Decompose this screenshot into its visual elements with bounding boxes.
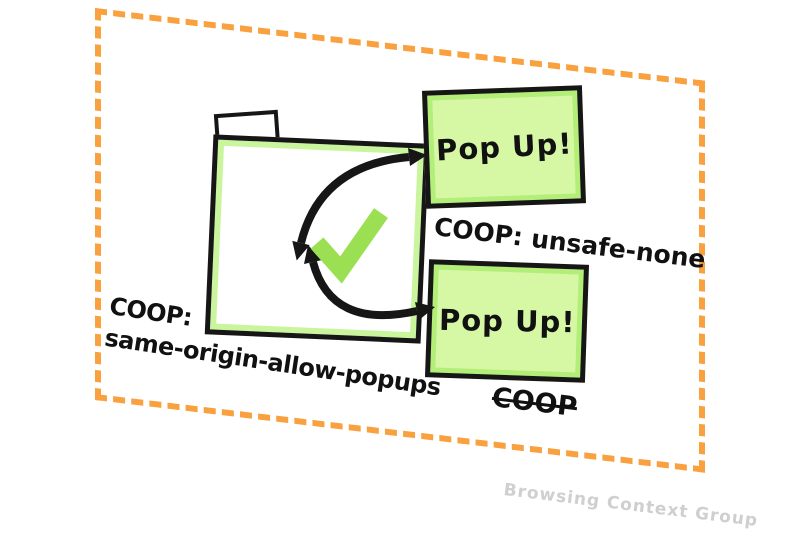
popup-window-bottom: Pop Up!: [424, 259, 590, 383]
popup-top-label: Pop Up!: [434, 126, 574, 168]
popup-window-top: Pop Up!: [421, 85, 587, 209]
watermark: Browsing Context Group: [502, 480, 760, 532]
popup-bottom-label: Pop Up!: [438, 302, 576, 340]
